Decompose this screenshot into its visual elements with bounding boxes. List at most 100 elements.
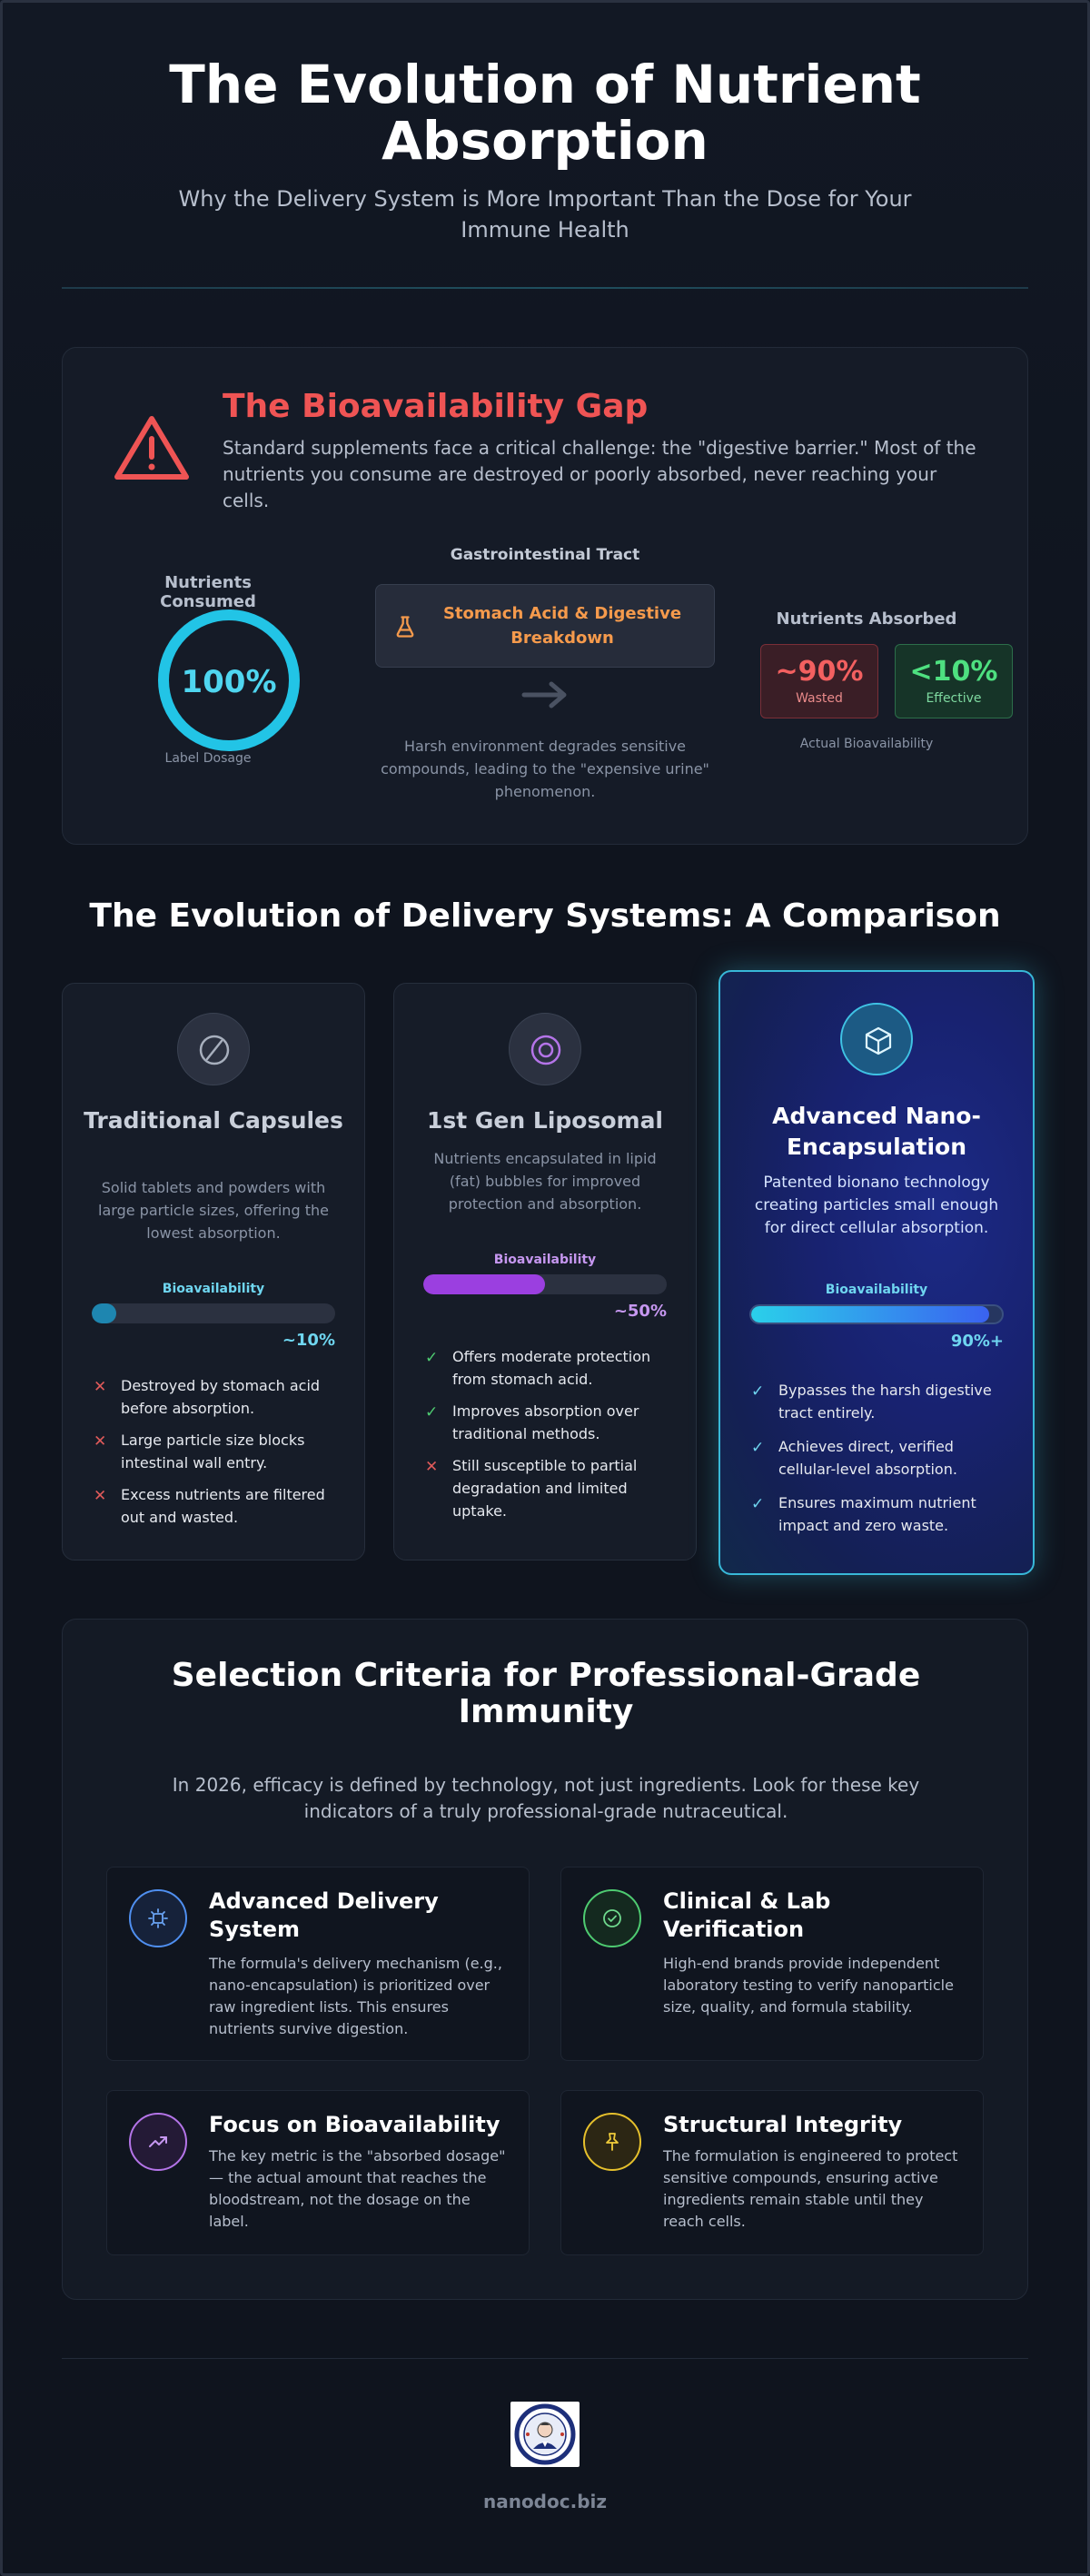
footer-url[interactable]: nanodoc.biz [482, 2491, 608, 2512]
check-icon: ✓ [751, 1439, 765, 1457]
criterion-icon-circle [129, 2113, 187, 2171]
effective-label: Effective [926, 691, 982, 706]
comparison-title: The Evolution of Delivery Systems: A Com… [89, 897, 1001, 935]
list-item: ✕Large particle size blocks intestinal w… [94, 1432, 305, 1471]
criterion-text: The formula's delivery mechanism (e.g., … [209, 1955, 502, 2037]
criterion-title: Focus on Bioavailability [209, 2112, 500, 2137]
dosage-ring: 100% [158, 609, 300, 751]
card-icon-circle [840, 1003, 913, 1075]
criterion-text: The formulation is engineered to protect… [663, 2147, 958, 2230]
criterion-icon-circle [583, 1889, 641, 1947]
list-item: ✓Achieves direct, verified cellular-leve… [751, 1438, 957, 1478]
card-liposomal: 1st Gen Liposomal Nutrients encapsulated… [393, 983, 697, 1560]
arrow-right-icon [521, 681, 567, 708]
list-item: ✓Bypasses the harsh digestive tract enti… [751, 1382, 992, 1422]
check-icon: ✓ [751, 1382, 765, 1401]
tract-label: Gastrointestinal Tract [450, 546, 640, 564]
bioavailability-value: 90%+ [950, 1332, 1004, 1351]
gap-title: The Bioavailability Gap [223, 388, 649, 425]
stomach-acid-text: Stomach Acid & Digestive Breakdown [442, 604, 682, 648]
bioavailability-label: Bioavailability [162, 1282, 265, 1296]
page-subtitle: Why the Delivery System is More Importan… [178, 186, 912, 243]
target-ring-icon [530, 1035, 561, 1065]
card-name: Advanced Nano-Encapsulation [772, 1103, 981, 1160]
criterion-title: Structural Integrity [663, 2112, 903, 2137]
selection-intro: In 2026, efficacy is defined by technolo… [172, 1774, 920, 1822]
trending-up-icon [149, 2136, 167, 2147]
criterion-lab-verification: Clinical & Lab Verification High-end bra… [560, 1867, 984, 2061]
criterion-text: High-end brands provide independent labo… [663, 1955, 954, 2016]
criterion-bioavailability: Focus on Bioavailability The key metric … [106, 2090, 530, 2255]
feature-list: ✕Destroyed by stomach acid before absorp… [94, 1374, 342, 1538]
warning-icon [114, 416, 189, 480]
criterion-title: Clinical & Lab Verification [663, 1888, 831, 1942]
tract-description: Harsh environment degrades sensitive com… [381, 738, 709, 800]
card-name: 1st Gen Liposomal [426, 1107, 664, 1134]
bioavailability-fill [92, 1303, 116, 1323]
criterion-structural-integrity: Structural Integrity The formulation is … [560, 2090, 984, 2255]
nanodoc-logo[interactable] [510, 2402, 580, 2467]
stomach-acid-box: Stomach Acid & Digestive Breakdown [375, 584, 715, 668]
footer-divider [62, 2358, 1028, 2359]
card-description: Patented bionano technology creating par… [754, 1174, 999, 1237]
absorbed-label: Nutrients Absorbed [776, 609, 957, 629]
nutrients-absorbed: Nutrients Absorbed ~90% Wasted <10% Effe… [735, 609, 1013, 751]
card-nano-encapsulation: Advanced Nano-Encapsulation Patented bio… [718, 970, 1035, 1575]
consumed-caption: Label Dosage [164, 751, 252, 766]
feature-list: ✓Bypasses the harsh digestive tract enti… [751, 1379, 1011, 1546]
bioavailability-value: ~50% [613, 1302, 667, 1321]
list-item: ✕Destroyed by stomach acid before absorp… [94, 1377, 321, 1417]
flask-icon [396, 616, 414, 638]
list-item: ✓Improves absorption over traditional me… [425, 1402, 639, 1442]
card-description: Nutrients encapsulated in lipid (fat) bu… [433, 1150, 657, 1213]
criterion-icon-circle [583, 2113, 641, 2171]
consumed-value: 100% [181, 664, 277, 700]
list-item: ✓Ensures maximum nutrient impact and zer… [751, 1494, 976, 1534]
bioavailability-bar [92, 1303, 335, 1323]
bioavailability-fill [423, 1274, 545, 1294]
selection-criteria-card: Selection Criteria for Professional-Grad… [62, 1619, 1028, 2300]
pin-icon [606, 2133, 619, 2151]
list-item: ✓Offers moderate protection from stomach… [425, 1348, 651, 1388]
page-title: The Evolution of Nutrient Absorption [169, 54, 921, 172]
card-icon-circle [509, 1013, 581, 1085]
card-description: Solid tablets and powders with large par… [98, 1179, 329, 1242]
chip-icon [148, 1908, 168, 1928]
wasted-label: Wasted [796, 691, 843, 706]
selection-title: Selection Criteria for Professional-Grad… [171, 1657, 921, 1730]
check-icon: ✓ [425, 1403, 439, 1422]
nutrients-consumed: Nutrients Consumed 100% Label Dosage [117, 573, 300, 766]
consumed-label: Nutrients Consumed [160, 573, 256, 611]
gastrointestinal-tract: Gastrointestinal Tract Stomach Acid & Di… [375, 546, 715, 800]
cross-icon: ✕ [94, 1378, 107, 1396]
list-item: ✕Still susceptible to partial degradatio… [425, 1457, 638, 1520]
cross-icon: ✕ [94, 1487, 107, 1505]
bioavailability-value: ~10% [282, 1331, 335, 1350]
prohibited-icon [199, 1035, 230, 1065]
criterion-icon-circle [129, 1889, 187, 1947]
feature-list: ✓Offers moderate protection from stomach… [425, 1345, 674, 1531]
check-circle-icon [603, 1909, 621, 1927]
card-traditional-capsules: Traditional Capsules Solid tablets and p… [62, 983, 365, 1560]
effective-value: <10% [909, 656, 998, 688]
gap-text: Standard supplements face a critical cha… [223, 437, 976, 511]
criterion-text: The key metric is the "absorbed dosage" … [209, 2147, 506, 2230]
criterion-title: Advanced Delivery System [209, 1888, 439, 1942]
effective-badge: <10% Effective [895, 644, 1013, 718]
bioavailability-bar [423, 1274, 667, 1294]
bioavailability-label: Bioavailability [493, 1253, 597, 1267]
check-icon: ✓ [751, 1495, 765, 1513]
cross-icon: ✕ [94, 1432, 107, 1451]
absorbed-caption: Actual Bioavailability [799, 737, 934, 751]
check-icon: ✓ [425, 1349, 439, 1367]
header-divider [62, 287, 1028, 289]
card-icon-circle [177, 1013, 250, 1085]
bioavailability-bar [749, 1304, 1004, 1324]
bioavailability-fill [751, 1306, 990, 1323]
wasted-value: ~90% [775, 656, 864, 688]
wasted-badge: ~90% Wasted [760, 644, 878, 718]
bioavailability-gap-card: The Bioavailability Gap Standard supplem… [62, 347, 1028, 845]
bioavailability-label: Bioavailability [825, 1283, 928, 1297]
logo-seal-icon [514, 2403, 576, 2465]
